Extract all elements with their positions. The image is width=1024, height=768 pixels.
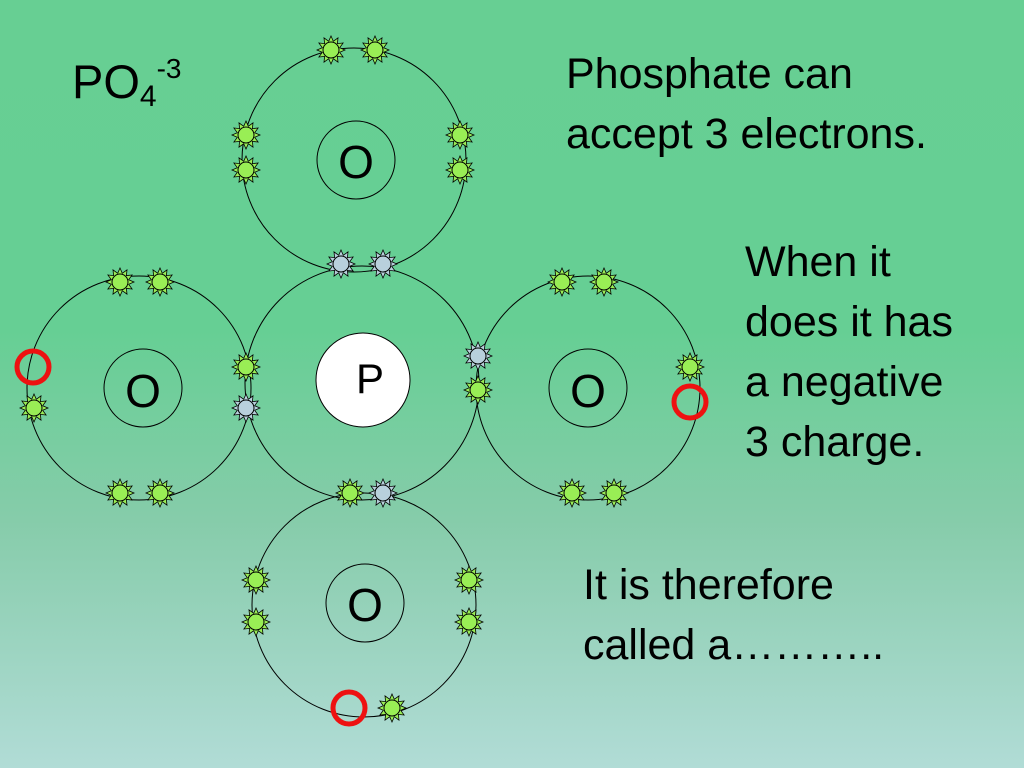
- electron: [18, 392, 50, 424]
- electrons-layer: [18, 34, 706, 724]
- atom-label-o-bottom: O: [347, 579, 383, 631]
- electron: [588, 266, 620, 298]
- electron: [444, 119, 476, 151]
- accepted-electron-marker-left: [14, 348, 52, 386]
- text-line: does it has: [745, 298, 953, 346]
- electron: [367, 477, 399, 509]
- phosphorus-nucleus: [315, 332, 411, 428]
- electron: [240, 564, 272, 596]
- electron: [230, 119, 262, 151]
- accepted-electron-marker-right: [671, 383, 709, 421]
- electron: [104, 477, 136, 509]
- text-line: When it: [745, 238, 891, 286]
- text-line: accept 3 electrons.: [566, 110, 927, 158]
- text-line: a negative: [745, 358, 944, 406]
- electron: [376, 692, 408, 724]
- atom-label-o-right: O: [570, 365, 606, 417]
- text-line: Phosphate can: [566, 50, 853, 98]
- electron: [230, 351, 262, 383]
- formula-base: PO: [72, 55, 140, 108]
- formula-superscript: -3: [156, 53, 182, 84]
- electron: [674, 351, 706, 383]
- atom-label-o-left: O: [125, 365, 161, 417]
- atom-label-p: P: [356, 355, 384, 402]
- oxygen-left-shell: [26, 275, 252, 501]
- text-negative-charge: When it does it has a negative 3 charge.: [745, 232, 953, 472]
- text-line: 3 charge.: [745, 418, 925, 466]
- electron: [444, 154, 476, 186]
- electron: [453, 606, 485, 638]
- electron: [230, 392, 262, 424]
- electron: [598, 477, 630, 509]
- electron: [230, 154, 262, 186]
- electron: [462, 374, 494, 406]
- electron: [325, 248, 357, 280]
- oxygen-right-nucleus: [548, 348, 628, 428]
- formula-label: PO4-3: [72, 52, 182, 112]
- electron: [144, 266, 176, 298]
- text-line: It is therefore: [583, 561, 834, 609]
- electron: [240, 606, 272, 638]
- electron: [462, 340, 494, 372]
- electron: [144, 477, 176, 509]
- electron: [546, 266, 578, 298]
- accepted-electron-marker-bottom: [330, 689, 368, 727]
- formula-subscript: 4: [139, 80, 157, 113]
- electron: [367, 248, 399, 280]
- text-therefore-called: It is therefore called a………..: [583, 555, 884, 675]
- oxygen-left-nucleus: [103, 348, 183, 428]
- text-phosphate-accepts: Phosphate can accept 3 electrons.: [566, 44, 927, 164]
- electron: [104, 266, 136, 298]
- electron: [315, 34, 347, 66]
- text-line: called a………..: [583, 621, 885, 669]
- atom-label-o-top: O: [338, 136, 374, 188]
- oxygen-top-nucleus: [316, 120, 396, 200]
- electron: [334, 477, 366, 509]
- electron: [453, 564, 485, 596]
- electron: [359, 34, 391, 66]
- oxygen-bottom-nucleus: [325, 563, 405, 643]
- electron: [556, 477, 588, 509]
